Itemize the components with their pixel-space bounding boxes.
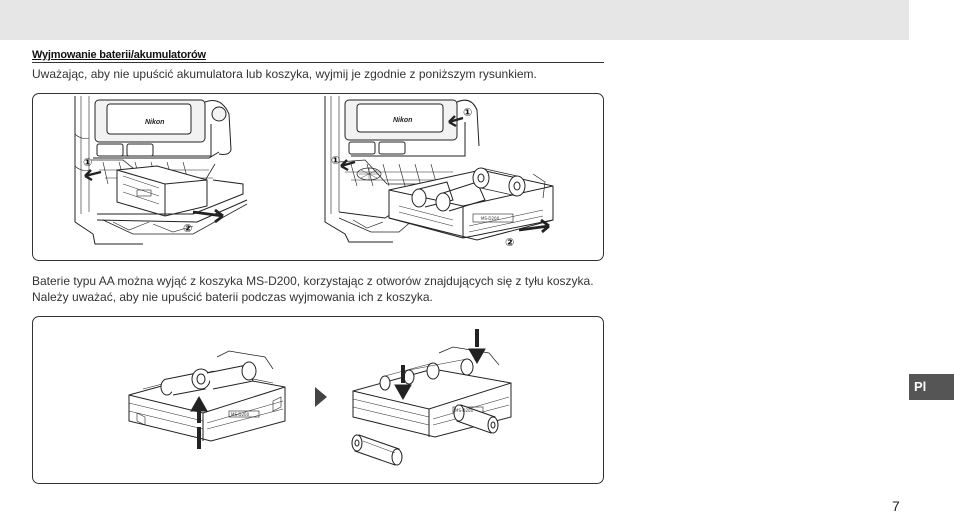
aa-holder-right-illustration — [351, 329, 512, 466]
title-rule — [32, 62, 604, 63]
section-title: Wyjmowanie baterii/akumulatorów — [32, 49, 206, 61]
svg-text:MS-D200: MS-D200 — [455, 408, 474, 413]
aa-batteries-paragraph: Baterie typu AA można wyjąć z koszyka MS… — [32, 274, 594, 304]
camera-logo-right: Nikon — [393, 117, 412, 124]
step-label-right-1: ① — [331, 154, 340, 167]
camera-right-illustration — [324, 96, 554, 243]
figure-aa-holder: MS-D200 — [32, 316, 604, 484]
page-number: 7 — [892, 498, 900, 514]
header-band — [0, 0, 909, 40]
camera-left-illustration — [74, 96, 248, 245]
step-label-left-2: ② — [183, 222, 192, 235]
figure-aa-holder-illustration: MS-D200 — [128, 329, 512, 466]
figure-removal-illustration: Nikon ① ② — [74, 96, 554, 249]
step-label-right-2: ② — [505, 236, 514, 249]
sequence-arrow-icon — [315, 387, 327, 407]
step-label-right-1b: ① — [463, 106, 472, 119]
svg-text:MS-D200: MS-D200 — [481, 216, 500, 221]
aa-holder-left-illustration — [128, 350, 286, 449]
figure-removal-camera: Nikon ① ② — [32, 93, 604, 261]
intro-paragraph: Uważając, aby nie upuścić akumulatora lu… — [32, 67, 537, 81]
svg-text:MS-D200: MS-D200 — [231, 412, 250, 417]
language-tab: Pl — [909, 374, 954, 400]
camera-logo-left: Nikon — [145, 119, 164, 126]
step-label-left-1: ① — [83, 156, 92, 169]
